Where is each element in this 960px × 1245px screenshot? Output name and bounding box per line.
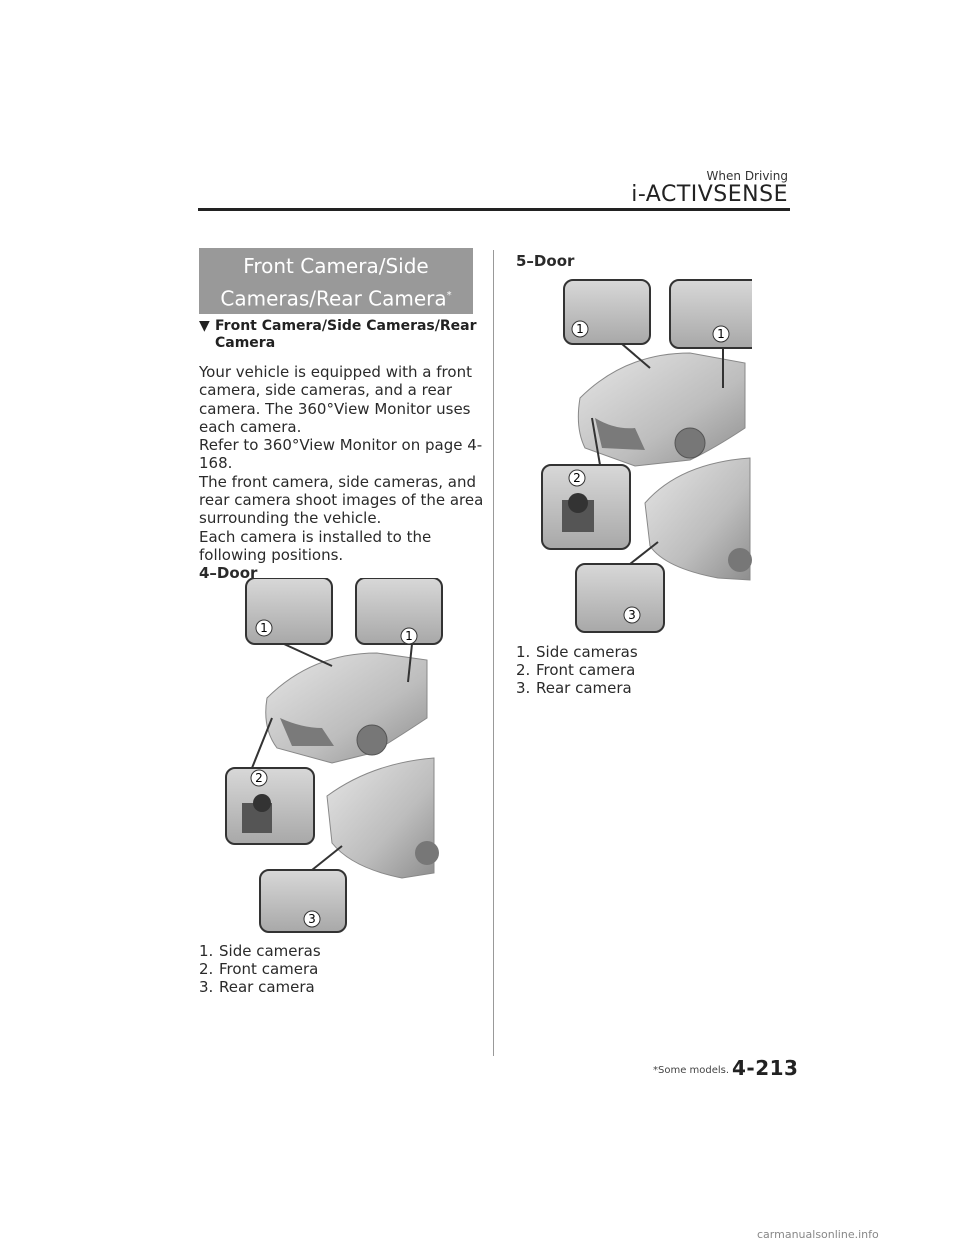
callout-4door-2: 2 xyxy=(255,771,263,785)
callout-5door-1b: 1 xyxy=(717,327,725,341)
list-item: 2.Front camera xyxy=(516,661,636,679)
callout-5door-1a: 1 xyxy=(576,322,584,336)
body-text: Your vehicle is equipped with a front ca… xyxy=(199,363,489,583)
list-item: 1.Side cameras xyxy=(516,643,638,661)
footnote-marker: * xyxy=(446,290,452,301)
footnote: *Some models. xyxy=(653,1065,730,1076)
legend-5door: 1.Side cameras 2.Front camera 3.Rear cam… xyxy=(516,643,638,697)
section-name: When Driving xyxy=(706,169,788,183)
column-divider xyxy=(493,250,494,1056)
list-item: 3.Rear camera xyxy=(199,978,315,996)
paragraph-positions: Each camera is installed to the followin… xyxy=(199,527,432,564)
subheading: ▼ Front Camera/Side Cameras/Rear Camera xyxy=(199,318,479,351)
legend-4door: 1.Side cameras 2.Front camera 3.Rear cam… xyxy=(199,942,321,996)
chapter-title: i-ACTIVSENSE xyxy=(631,182,788,207)
list-item: 1.Side cameras xyxy=(199,942,321,960)
figure-4door: 1 1 2 3 xyxy=(225,578,443,933)
banner-line-1: Front Camera/Side xyxy=(243,254,429,278)
paragraph-reference: Refer to 360°View Monitor on page 4-168. xyxy=(199,436,483,473)
paragraph-intro: Your vehicle is equipped with a front ca… xyxy=(199,363,472,436)
triangle-marker-icon: ▼ xyxy=(199,318,210,334)
page-number: 4-213 xyxy=(732,1056,799,1080)
callout-5door-3: 3 xyxy=(628,608,636,622)
section-banner: Front Camera/Side Cameras/Rear Camera* xyxy=(199,248,473,314)
banner-line-2: Cameras/Rear Camera* xyxy=(220,286,452,311)
paragraph-description: The front camera, side cameras, and rear… xyxy=(199,472,484,528)
figure-5door: 1 1 2 3 xyxy=(541,279,752,633)
header-rule xyxy=(198,208,790,211)
list-item: 3.Rear camera xyxy=(516,679,632,697)
callout-4door-3: 3 xyxy=(308,912,316,926)
callout-5door-2: 2 xyxy=(573,471,581,485)
callout-4door-1a: 1 xyxy=(260,621,268,635)
callout-4door-1b: 1 xyxy=(405,629,413,643)
figure-label-5door: 5–Door xyxy=(516,252,575,270)
subheading-text: Front Camera/Side Cameras/Rear Camera xyxy=(215,318,477,351)
figure-label-4door: 4–Door xyxy=(199,564,258,583)
watermark-link[interactable]: carmanualsonline.info xyxy=(757,1228,879,1241)
list-item: 2.Front camera xyxy=(199,960,319,978)
